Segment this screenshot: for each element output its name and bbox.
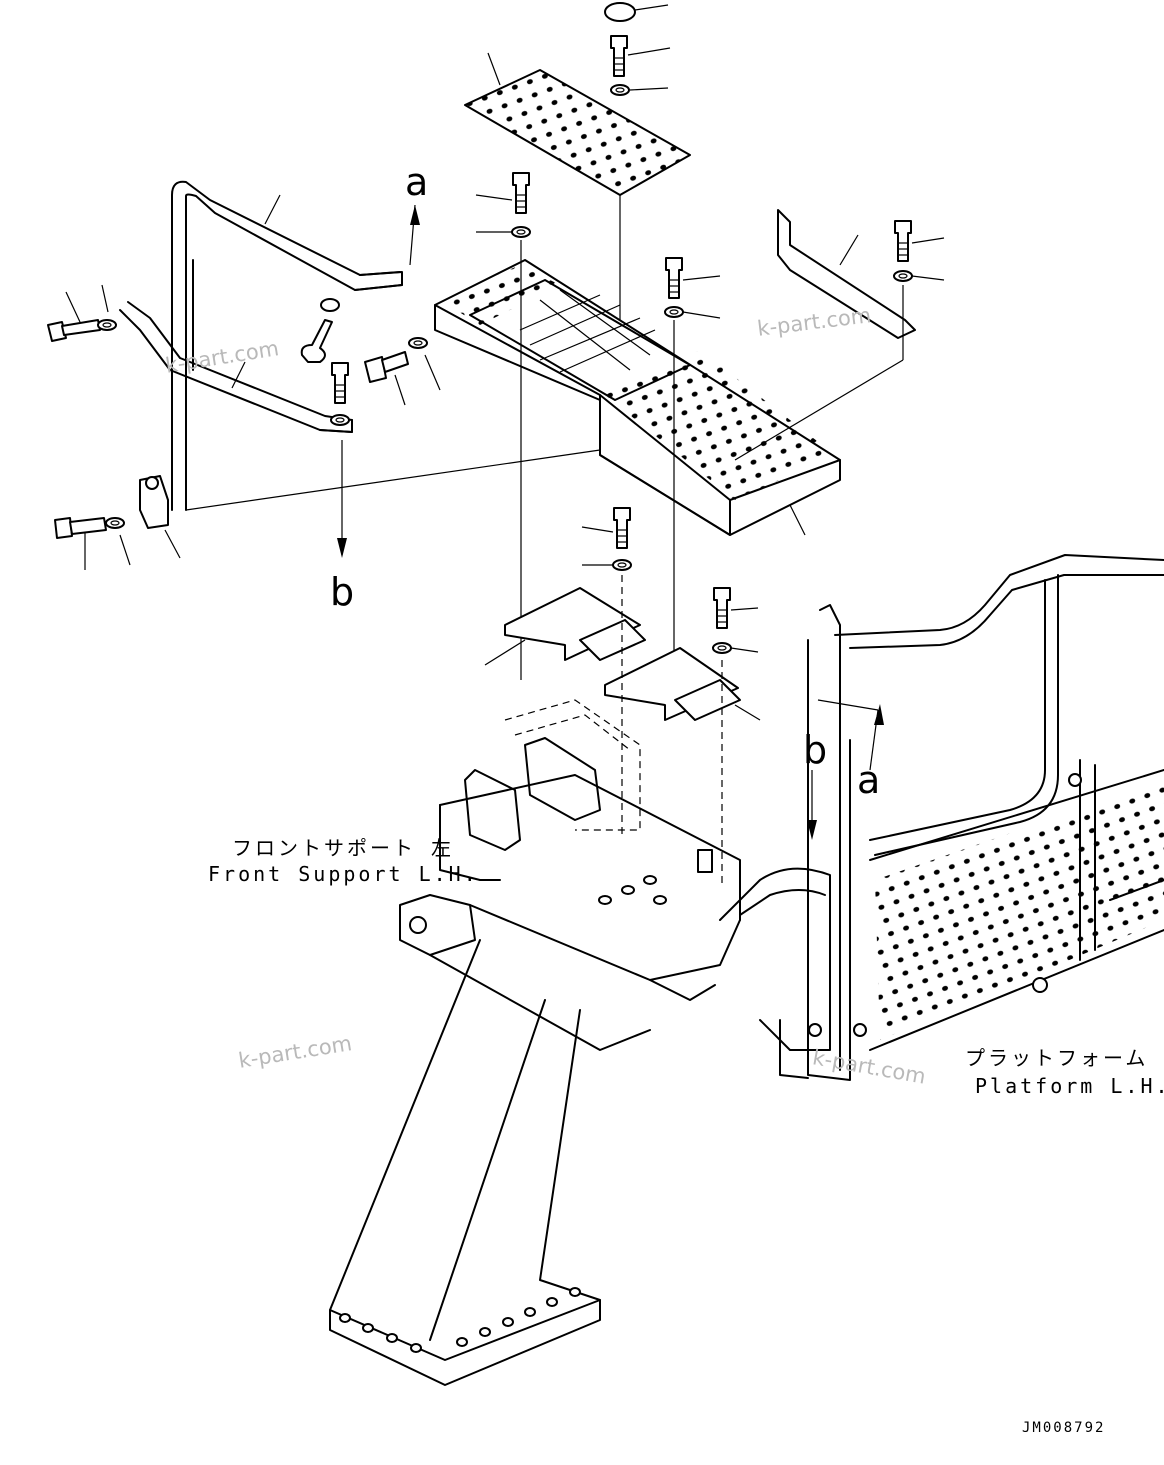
platform-jp-label: プラットフォーム 左 (965, 1046, 1164, 1070)
ref-a-right: a (857, 758, 881, 802)
platform-en-label: Platform L.H. (975, 1074, 1164, 1098)
ref-b-right: b (803, 728, 828, 772)
handrail-upper (171, 180, 420, 511)
left-bolts (47, 284, 181, 570)
cap-part (604, 2, 669, 22)
ref-a-top: a (405, 160, 429, 204)
step-box (434, 259, 841, 536)
mid-bolts (300, 298, 441, 426)
bolt-top (610, 35, 671, 96)
front-support-jp-label: フロントサポート 左 (232, 836, 455, 860)
front-support (329, 699, 741, 1386)
right-bracket (734, 209, 945, 461)
cover-plate (464, 52, 691, 345)
front-support-en-label: Front Support L.H. (208, 862, 479, 886)
drawing-code: JM008792 (1022, 1420, 1106, 1436)
support-holes (339, 1287, 581, 1353)
step-bolts (475, 172, 721, 680)
ref-b-left: b (330, 570, 355, 614)
platform (719, 554, 1164, 1081)
lower-brackets (484, 507, 761, 885)
